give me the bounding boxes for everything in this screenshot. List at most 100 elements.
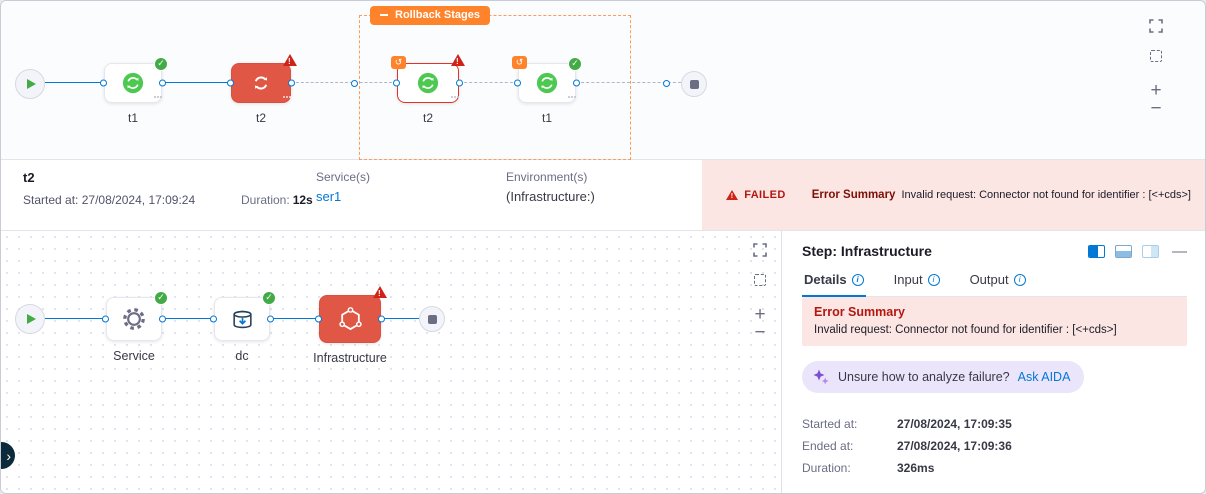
fullscreen-button[interactable] bbox=[1149, 19, 1163, 33]
connector-line bbox=[459, 82, 518, 83]
error-summary-box: Error Summary Invalid request: Connector… bbox=[802, 297, 1187, 346]
connector-line bbox=[576, 82, 681, 83]
environments-label: Environment(s) bbox=[506, 170, 588, 184]
service-link[interactable]: ser1 bbox=[316, 189, 342, 204]
node-port bbox=[100, 79, 107, 87]
stage-label: t1 bbox=[127, 111, 139, 125]
stage-node-t2[interactable]: t2 bbox=[227, 54, 297, 125]
selection-box-icon bbox=[754, 274, 766, 286]
step-node-infrastructure[interactable]: Infrastructure bbox=[313, 286, 387, 365]
expand-left-panel-button[interactable] bbox=[1, 442, 15, 469]
step-execution-graph: Service dc bbox=[1, 231, 782, 493]
stage-type-icon bbox=[451, 96, 453, 98]
step-node-dc[interactable]: dc bbox=[210, 291, 276, 363]
zoom-out-button[interactable]: − bbox=[1150, 98, 1162, 119]
node-port bbox=[351, 80, 358, 87]
node-port bbox=[573, 79, 580, 87]
cd-stage-icon bbox=[122, 72, 144, 94]
step-label: Service bbox=[113, 349, 155, 363]
tab-input[interactable]: Input bbox=[892, 268, 942, 296]
selection-mode-button[interactable] bbox=[754, 274, 766, 286]
connector-line bbox=[270, 318, 319, 319]
detail-value: 27/08/2024, 17:09:36 bbox=[897, 439, 1012, 453]
info-icon[interactable] bbox=[851, 273, 864, 286]
stage-type-icon bbox=[283, 96, 285, 98]
error-summary-text: Invalid request: Connector not found for… bbox=[814, 324, 1117, 336]
detail-value: 326ms bbox=[897, 461, 935, 475]
stage-duration: Duration:12s bbox=[241, 193, 313, 207]
stage-title: t2 bbox=[23, 170, 35, 185]
zoom-in-button[interactable]: + bbox=[1150, 80, 1162, 101]
aida-sparkle-icon bbox=[813, 369, 829, 385]
node-port bbox=[267, 315, 274, 323]
stage-summary-bar: t2 Started at: 27/08/2024, 17:09:24 Dura… bbox=[1, 160, 1205, 231]
rollback-stages-tag[interactable]: Rollback Stages bbox=[370, 6, 490, 25]
node-port bbox=[456, 79, 463, 87]
node-port bbox=[227, 79, 234, 87]
zoom-out-button[interactable]: − bbox=[754, 322, 766, 343]
layout-right-drawer-icon[interactable] bbox=[1088, 244, 1105, 258]
info-icon[interactable] bbox=[927, 273, 940, 286]
panel-header: Step: Infrastructure — bbox=[802, 243, 1187, 259]
step-node-service[interactable]: Service bbox=[102, 291, 168, 363]
collapse-icon bbox=[380, 14, 388, 16]
layout-bottom-drawer-icon[interactable] bbox=[1115, 244, 1132, 258]
stage-label: t2 bbox=[255, 111, 267, 125]
panel-layout-controls: — bbox=[1088, 242, 1187, 260]
steps-end-node bbox=[419, 306, 445, 332]
node-port bbox=[159, 79, 166, 87]
stage-type-icon bbox=[154, 96, 156, 98]
selection-box-icon bbox=[1150, 50, 1162, 62]
detail-value: 27/08/2024, 17:09:35 bbox=[897, 417, 1012, 431]
node-port bbox=[288, 79, 295, 87]
aida-prompt-text: Unsure how to analyze failure? bbox=[838, 370, 1010, 384]
stage-node-t1[interactable]: t1 bbox=[100, 57, 168, 125]
connector-line bbox=[45, 318, 106, 319]
step-details-panel: Step: Infrastructure — Details Input Out… bbox=[782, 231, 1205, 493]
connector-line bbox=[291, 82, 397, 83]
canvas-controls: + − bbox=[753, 243, 767, 343]
detail-label: Duration: bbox=[802, 461, 851, 475]
ask-aida-link[interactable]: Ask AIDA bbox=[1017, 370, 1071, 384]
success-badge-icon bbox=[154, 291, 168, 305]
error-summary-label: Error Summary bbox=[814, 305, 906, 319]
stage-pipeline-graph: t1 t2 Rol bbox=[1, 1, 1205, 160]
rollback-stage-node-t1[interactable]: t1 bbox=[512, 56, 582, 125]
warning-icon bbox=[726, 190, 739, 200]
fullscreen-icon bbox=[1149, 19, 1163, 33]
rollback-stage-node-t2[interactable]: t2 bbox=[391, 54, 465, 125]
rollback-badge-icon bbox=[391, 56, 406, 69]
fullscreen-button[interactable] bbox=[753, 243, 767, 257]
node-port bbox=[210, 315, 217, 323]
connector-line bbox=[162, 82, 231, 83]
node-port bbox=[159, 315, 166, 323]
stage-label: t2 bbox=[422, 111, 434, 125]
stage-started-at: Started at: 27/08/2024, 17:09:24 bbox=[23, 193, 196, 207]
node-port bbox=[514, 79, 521, 87]
cd-stage-icon bbox=[254, 76, 268, 90]
tab-details[interactable]: Details bbox=[802, 268, 866, 297]
stage-environments: Environment(s) (Infrastructure:) bbox=[506, 170, 595, 204]
step-label: Infrastructure bbox=[313, 351, 387, 365]
aida-suggestion-pill: Unsure how to analyze failure? Ask AIDA bbox=[802, 361, 1085, 393]
failed-badge-icon bbox=[283, 54, 297, 66]
step-label: dc bbox=[235, 349, 249, 363]
minimize-button[interactable]: — bbox=[1172, 242, 1187, 260]
tab-output[interactable]: Output bbox=[968, 268, 1028, 296]
info-icon[interactable] bbox=[1013, 273, 1026, 286]
environment-value: (Infrastructure:) bbox=[506, 189, 595, 204]
deployment-icon bbox=[232, 310, 252, 328]
rollback-badge-icon bbox=[512, 56, 527, 69]
zoom-in-button[interactable]: + bbox=[754, 304, 766, 325]
steps-start-node bbox=[15, 304, 45, 334]
panel-tabs: Details Input Output bbox=[802, 268, 1187, 297]
detail-label: Ended at: bbox=[802, 439, 854, 453]
layout-split-view-icon[interactable] bbox=[1142, 244, 1159, 258]
node-port bbox=[663, 80, 670, 87]
failed-status-badge: FAILED bbox=[726, 189, 786, 201]
connector-line bbox=[45, 82, 104, 83]
selection-mode-button[interactable] bbox=[1150, 50, 1162, 62]
